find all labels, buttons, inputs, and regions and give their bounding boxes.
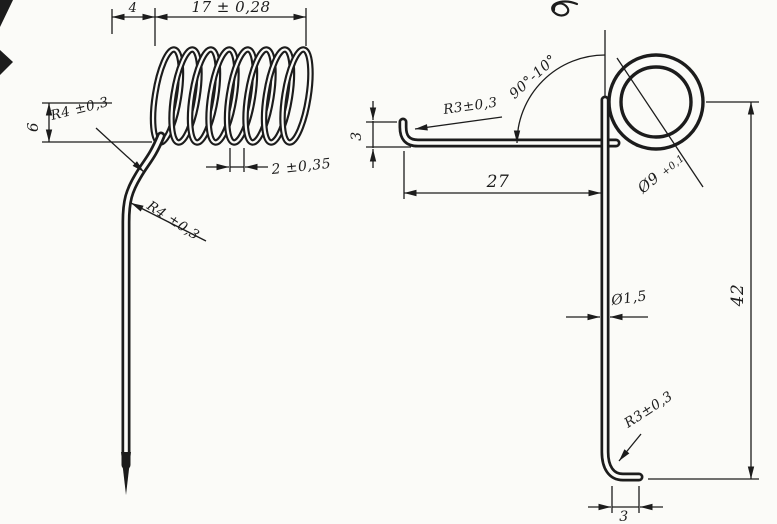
tine-arm [398, 117, 621, 148]
tine-leg-side [600, 95, 644, 482]
right-view: 90°-10° R3±0,3 3 27 Ø9 +0,1 Ø1,5 [349, 0, 759, 524]
dim-tail-label: 4 [128, 1, 138, 16]
dim-foot-width-label: 3 [619, 509, 628, 524]
dim-arm-length-label: 27 [486, 172, 510, 192]
radius-bottom-label: R3±0,3 [621, 388, 676, 432]
right-view-dimensions: 90°-10° R3±0,3 3 27 Ø9 +0,1 Ø1,5 [349, 30, 759, 524]
coil-spring [149, 46, 314, 146]
radius-lower-label: R4 ±0,3 [143, 197, 202, 243]
dim-coil-pitch-label: 2 ±0,35 [270, 156, 332, 178]
squiggle-mark [551, 0, 579, 17]
loop-diameter-tolerance-label: +0,1 [660, 153, 687, 178]
tine-leg [121, 131, 166, 495]
torsion-loop [607, 53, 705, 151]
scan-artifact-corner [0, 0, 13, 27]
tine-point [121, 452, 131, 495]
angle-label: 90°-10° [506, 52, 560, 103]
left-view: 4 17 ± 0,28 6 R4 ±0,3 R4 ±0,3 2 ±0,35 [24, 0, 332, 495]
scan-artifact-edge [0, 50, 13, 75]
dim-leg-length-label: 42 [728, 284, 748, 308]
dim-offset-height-label: 6 [24, 122, 42, 132]
dim-hook-height-label: 3 [349, 131, 365, 140]
radius-top-label: R3±0,3 [441, 95, 498, 119]
dim-coil-length-label: 17 ± 0,28 [191, 0, 270, 16]
wire-diameter-label: Ø1,5 [609, 288, 648, 309]
loop-diameter-label: Ø9 [633, 169, 663, 198]
radius-upper-label: R4 ±0,3 [48, 94, 110, 124]
